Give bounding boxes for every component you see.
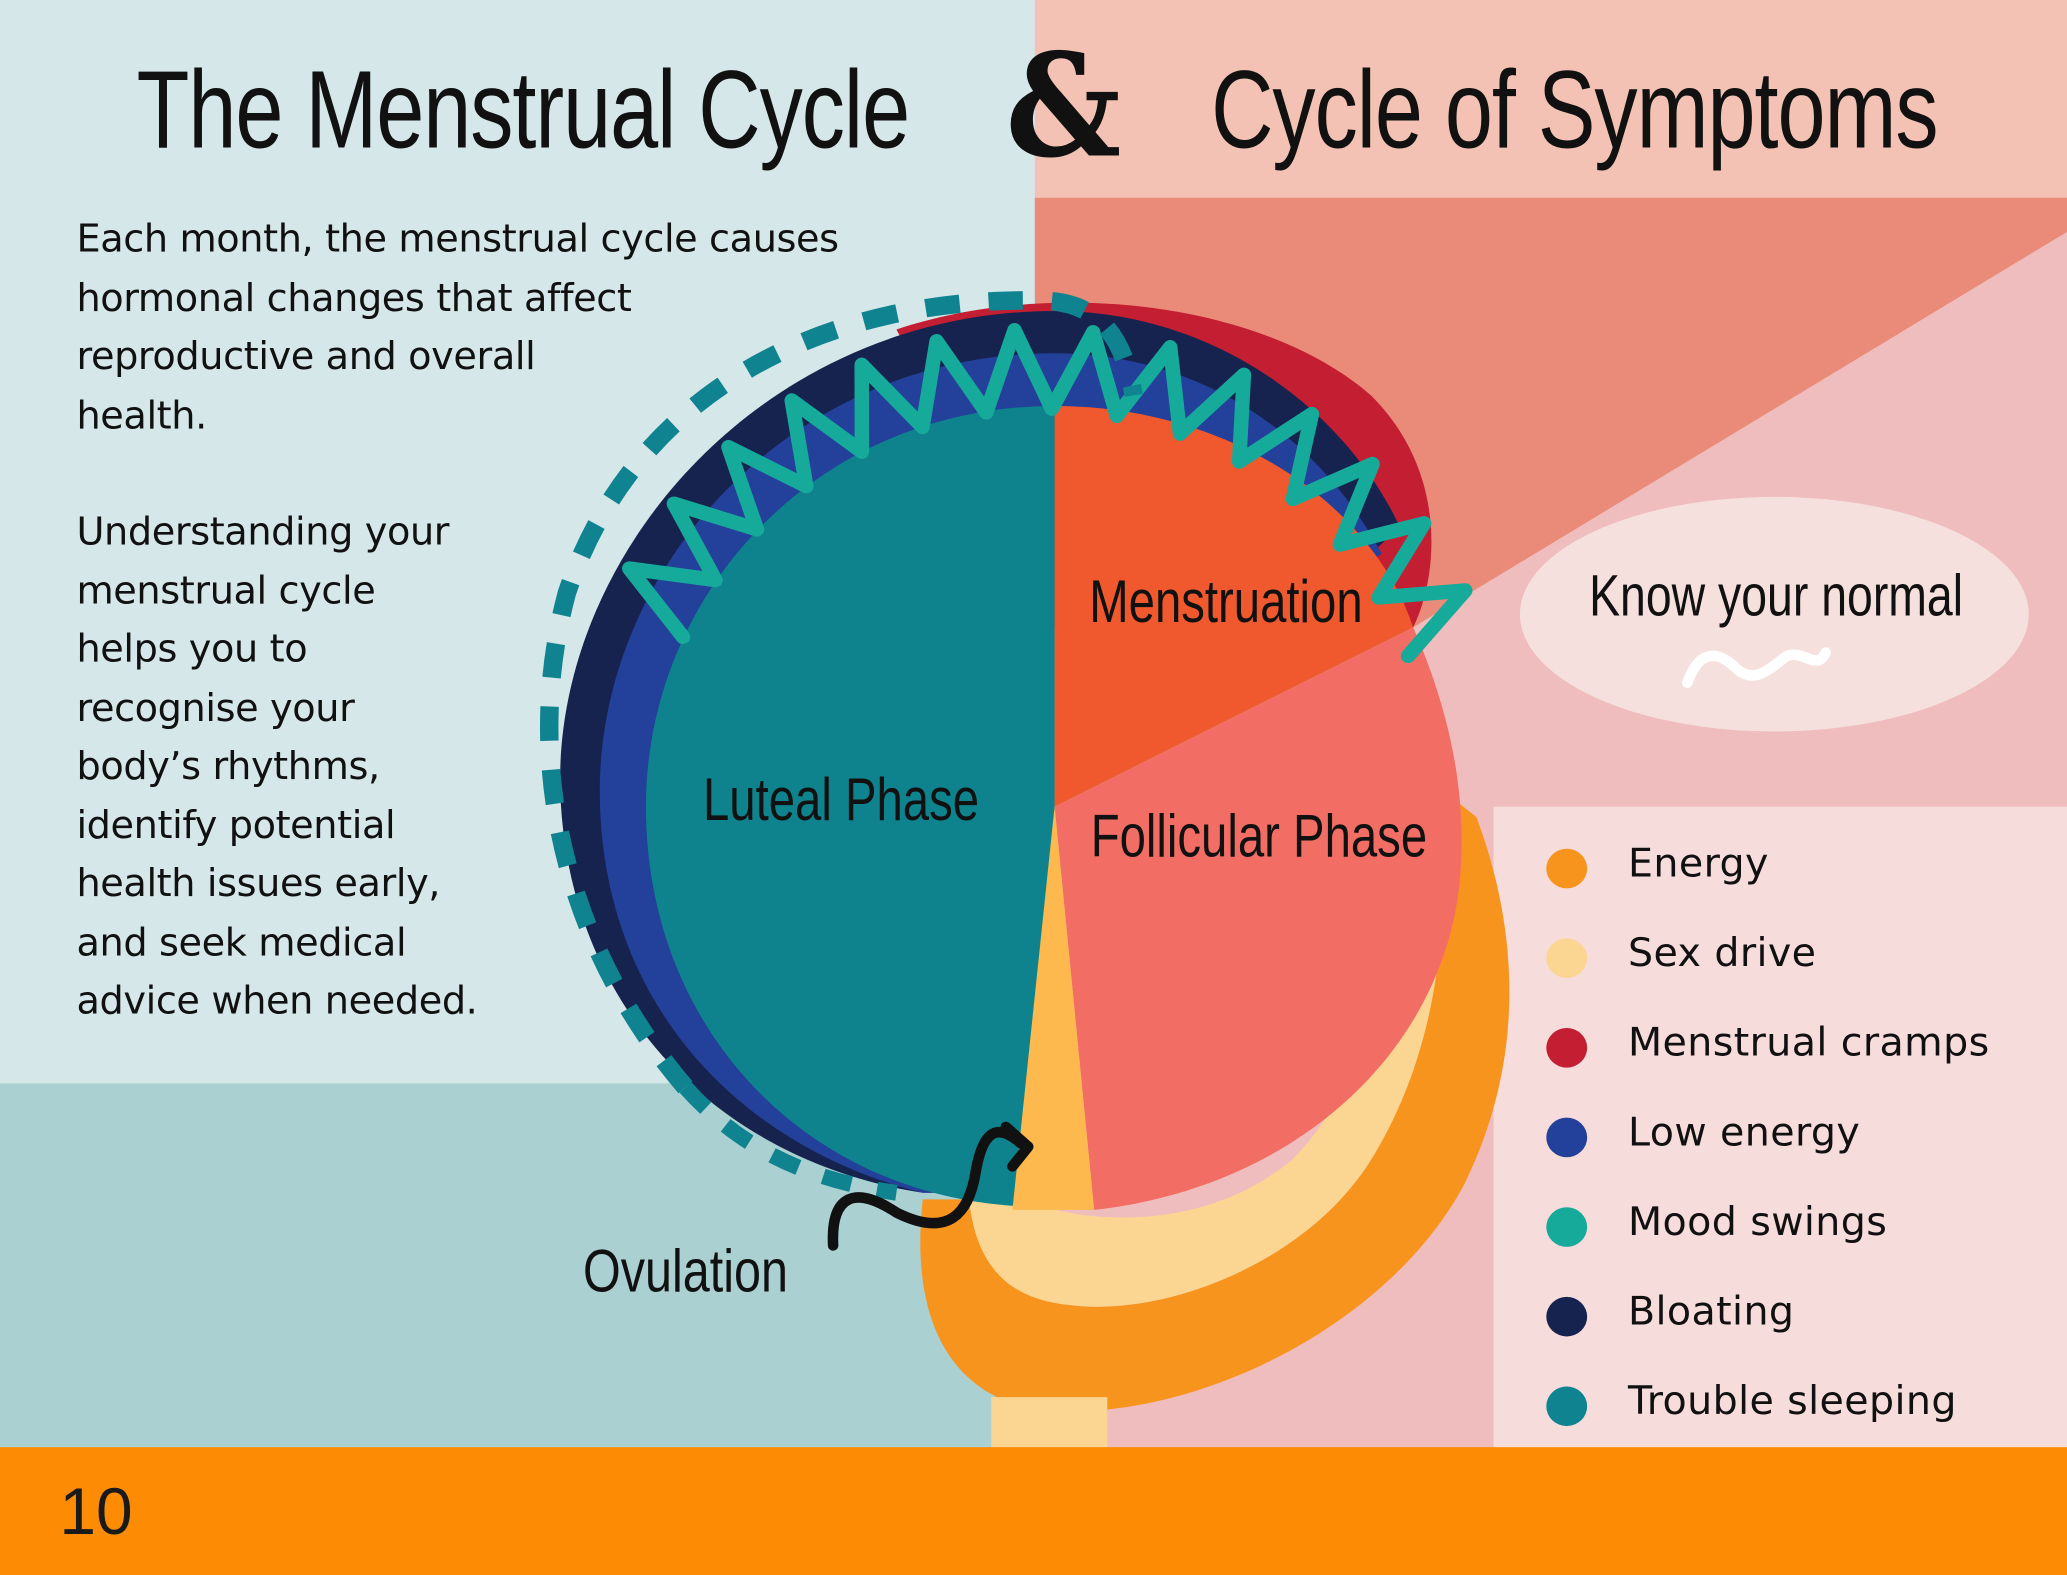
title-ampersand: & [1005, 23, 1122, 190]
intro-paragraph-1: Each month, the menstrual cycle causes h… [76, 210, 920, 445]
squiggle-arrow-icon [827, 1121, 1034, 1251]
trouble-sleeping-dashed-tail [679, 1082, 898, 1201]
text-line: helps you to [76, 626, 308, 671]
legend-label: Mood swings [1628, 1199, 1888, 1246]
text-line: advice when needed. [76, 977, 478, 1023]
page-title: The Menstrual Cycle&Cycle of Symptoms [0, 24, 2067, 190]
legend-dot-icon [1546, 1117, 1588, 1158]
energy-band [920, 764, 1510, 1412]
sex-drive-stem [991, 1397, 1108, 1450]
page-number: 10 [59, 1474, 133, 1549]
legend-dot-icon [1546, 1386, 1588, 1427]
text-line: reproductive and overall [76, 333, 536, 379]
text-line: health. [76, 392, 207, 437]
title-part-2: Cycle of Symptoms [1210, 47, 1938, 172]
legend-label: Trouble sleeping [1628, 1378, 1957, 1425]
legend-panel [1493, 806, 2067, 1450]
legend-label: Low energy [1628, 1109, 1861, 1156]
callout-label: Know your normal [1589, 564, 1964, 629]
text-line: and seek medical [76, 919, 407, 965]
follicular-phase-label: Follicular Phase [1091, 802, 1427, 870]
follicular-phase-segment [1054, 627, 1462, 1210]
legend-label: Bloating [1628, 1288, 1795, 1336]
know-your-normal-text: Know your normal [1523, 564, 2031, 630]
menstruation-label: Menstruation [1089, 567, 1362, 635]
sex-drive-band [968, 817, 1442, 1307]
legend-label: Sex drive [1628, 930, 1817, 977]
legend-dot-icon [1546, 848, 1588, 889]
text-line: hormonal changes that affect [76, 274, 632, 320]
text-line: body’s rhythms, [76, 743, 380, 789]
luteal-phase-label: Luteal Phase [703, 765, 979, 833]
squiggle-underline-icon [1682, 647, 1832, 688]
text-line: menstrual cycle [76, 567, 376, 613]
legend-dot-icon [1546, 1028, 1588, 1068]
legend-dot-icon [1546, 1207, 1588, 1247]
menstruation-segment [1054, 405, 1414, 807]
text-line: identify potential [76, 801, 396, 847]
legend-label: Energy [1628, 840, 1769, 888]
text-line: recognise your [76, 684, 355, 730]
legend-dot-icon [1546, 1296, 1588, 1337]
intro-paragraph-2: Understanding your menstrual cycle helps… [76, 502, 524, 1030]
trouble-sleeping-dashed-ring [540, 291, 1143, 1094]
text-line: Each month, the menstrual cycle causes [76, 216, 839, 261]
text-line: health issues early, [76, 860, 441, 906]
mood-swings-zigzag [622, 323, 1473, 664]
ovulation-wedge [1012, 806, 1095, 1210]
ovulation-label: Ovulation [583, 1236, 788, 1304]
know-your-normal-bubble [1519, 496, 2029, 732]
background-right-top [1034, 0, 2067, 198]
text-line: Understanding your [76, 508, 450, 554]
title-part-1: The Menstrual Cycle [136, 47, 910, 172]
legend-dot-icon [1546, 938, 1588, 978]
luteal-phase-segment [645, 405, 1055, 1206]
footer-bar [0, 1447, 2067, 1575]
legend-label: Menstrual cramps [1628, 1020, 1990, 1067]
